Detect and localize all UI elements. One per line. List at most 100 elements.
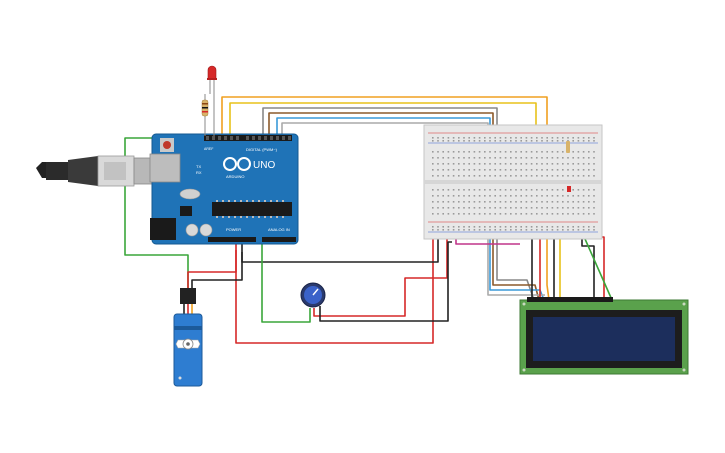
breadboard-hole <box>577 157 580 159</box>
breadboard-hole <box>447 189 450 191</box>
breadboard-hole <box>588 151 590 153</box>
usb-cable[interactable] <box>36 155 159 187</box>
breadboard-hole <box>437 157 439 159</box>
breadboard-hole <box>432 229 434 231</box>
breadboard-led[interactable] <box>567 186 571 192</box>
breadboard-hole <box>572 201 574 203</box>
lcd-16x2[interactable] <box>519 297 689 375</box>
breadboard-hole <box>494 207 496 209</box>
wire-red-power[interactable] <box>187 240 237 290</box>
breadboard-hole <box>541 201 543 203</box>
breadboard-hole <box>432 213 434 215</box>
breadboard-hole <box>510 151 512 153</box>
breadboard-hole <box>536 213 538 215</box>
breadboard-hole <box>478 163 481 165</box>
breadboard-hole <box>484 213 486 215</box>
breadboard-hole <box>473 163 476 165</box>
wire-orange-1[interactable] <box>221 96 550 301</box>
breadboard-hole <box>556 163 559 165</box>
potentiometer[interactable] <box>300 282 326 308</box>
breadboard-hole <box>562 157 564 159</box>
breadboard-hole <box>593 140 595 142</box>
breadboard-hole <box>437 226 439 228</box>
breadboard-hole <box>432 195 434 197</box>
breadboard-hole <box>520 157 522 159</box>
breadboard-hole <box>458 140 460 142</box>
breadboard-hole <box>551 175 554 177</box>
breadboard-hole <box>510 169 512 171</box>
breadboard-resistor[interactable] <box>566 141 570 153</box>
breadboard-hole <box>484 207 486 209</box>
breadboard-hole <box>515 189 517 191</box>
breadboard-hole <box>463 140 465 142</box>
breadboard-hole <box>494 226 496 228</box>
breadboard-hole <box>588 140 590 142</box>
breadboard-hole <box>562 229 564 231</box>
breadboard-hole <box>468 207 470 209</box>
breadboard-hole <box>504 169 507 171</box>
breadboard-hole <box>432 226 434 228</box>
breadboard-hole <box>530 226 533 228</box>
breadboard-hole <box>525 157 528 159</box>
atmega-chip <box>212 202 292 216</box>
wire-red-pot[interactable] <box>313 232 448 317</box>
breadboard-hole <box>546 151 548 153</box>
wire-black-gnd[interactable] <box>191 240 243 290</box>
breadboard-hole <box>530 213 533 215</box>
breadboard-hole <box>468 169 470 171</box>
wire-green-pot[interactable] <box>261 240 311 323</box>
wire-black-bb[interactable] <box>241 230 439 263</box>
red-led[interactable] <box>207 65 217 136</box>
breadboard-hole <box>577 213 580 215</box>
arduino-power-label: POWER <box>226 227 241 232</box>
arduino-aref-label: AREF <box>204 147 213 151</box>
breadboard-channel <box>424 180 602 184</box>
breadboard-hole <box>458 195 460 197</box>
breadboard-hole <box>588 213 590 215</box>
micro-servo[interactable] <box>173 288 203 387</box>
breadboard-hole <box>546 137 548 139</box>
breadboard-hole <box>494 151 496 153</box>
breadboard-hole <box>494 163 496 165</box>
breadboard-hole <box>473 140 476 142</box>
breadboard-hole <box>593 213 595 215</box>
breadboard-hole <box>458 151 460 153</box>
breadboard-hole <box>546 175 548 177</box>
breadboard-hole <box>499 163 502 165</box>
wire-lightgray-1[interactable] <box>281 122 545 296</box>
breadboard-hole <box>484 169 486 171</box>
breadboard-hole <box>473 151 476 153</box>
resistor[interactable] <box>201 94 209 136</box>
wire-red-lcd-2[interactable] <box>576 232 605 300</box>
breadboard-hole <box>484 229 486 231</box>
breadboard-hole <box>489 157 491 159</box>
breadboard-hole <box>536 137 538 139</box>
wire-red-bb[interactable] <box>235 230 434 344</box>
breadboard-hole <box>582 137 585 139</box>
breadboard-hole <box>458 175 460 177</box>
breadboard-hole <box>546 140 548 142</box>
breadboard-hole <box>463 189 465 191</box>
breadboard-hole <box>546 189 548 191</box>
breadboard-hole <box>432 169 434 171</box>
breadboard-hole <box>582 189 585 191</box>
breadboard-hole <box>577 226 580 228</box>
breadboard-hole <box>432 163 434 165</box>
breadboard-hole <box>484 140 486 142</box>
breadboard-hole <box>556 169 559 171</box>
arduino-uno[interactable]: UNO ARDUINO DIGITAL (PWM~) AREF TX RX PO… <box>149 133 299 245</box>
wire-yellow-1[interactable] <box>229 102 537 136</box>
breadboard-hole <box>556 195 559 197</box>
breadboard[interactable] <box>423 124 603 240</box>
breadboard-hole <box>556 189 559 191</box>
breadboard-hole <box>572 229 574 231</box>
wire-black-pot[interactable] <box>319 241 452 322</box>
breadboard-hole <box>437 163 439 165</box>
breadboard-hole <box>541 229 543 231</box>
breadboard-hole <box>577 189 580 191</box>
breadboard-hole <box>499 201 502 203</box>
breadboard-hole <box>478 195 481 197</box>
breadboard-hole <box>582 157 585 159</box>
breadboard-hole <box>463 195 465 197</box>
breadboard-hole <box>588 175 590 177</box>
